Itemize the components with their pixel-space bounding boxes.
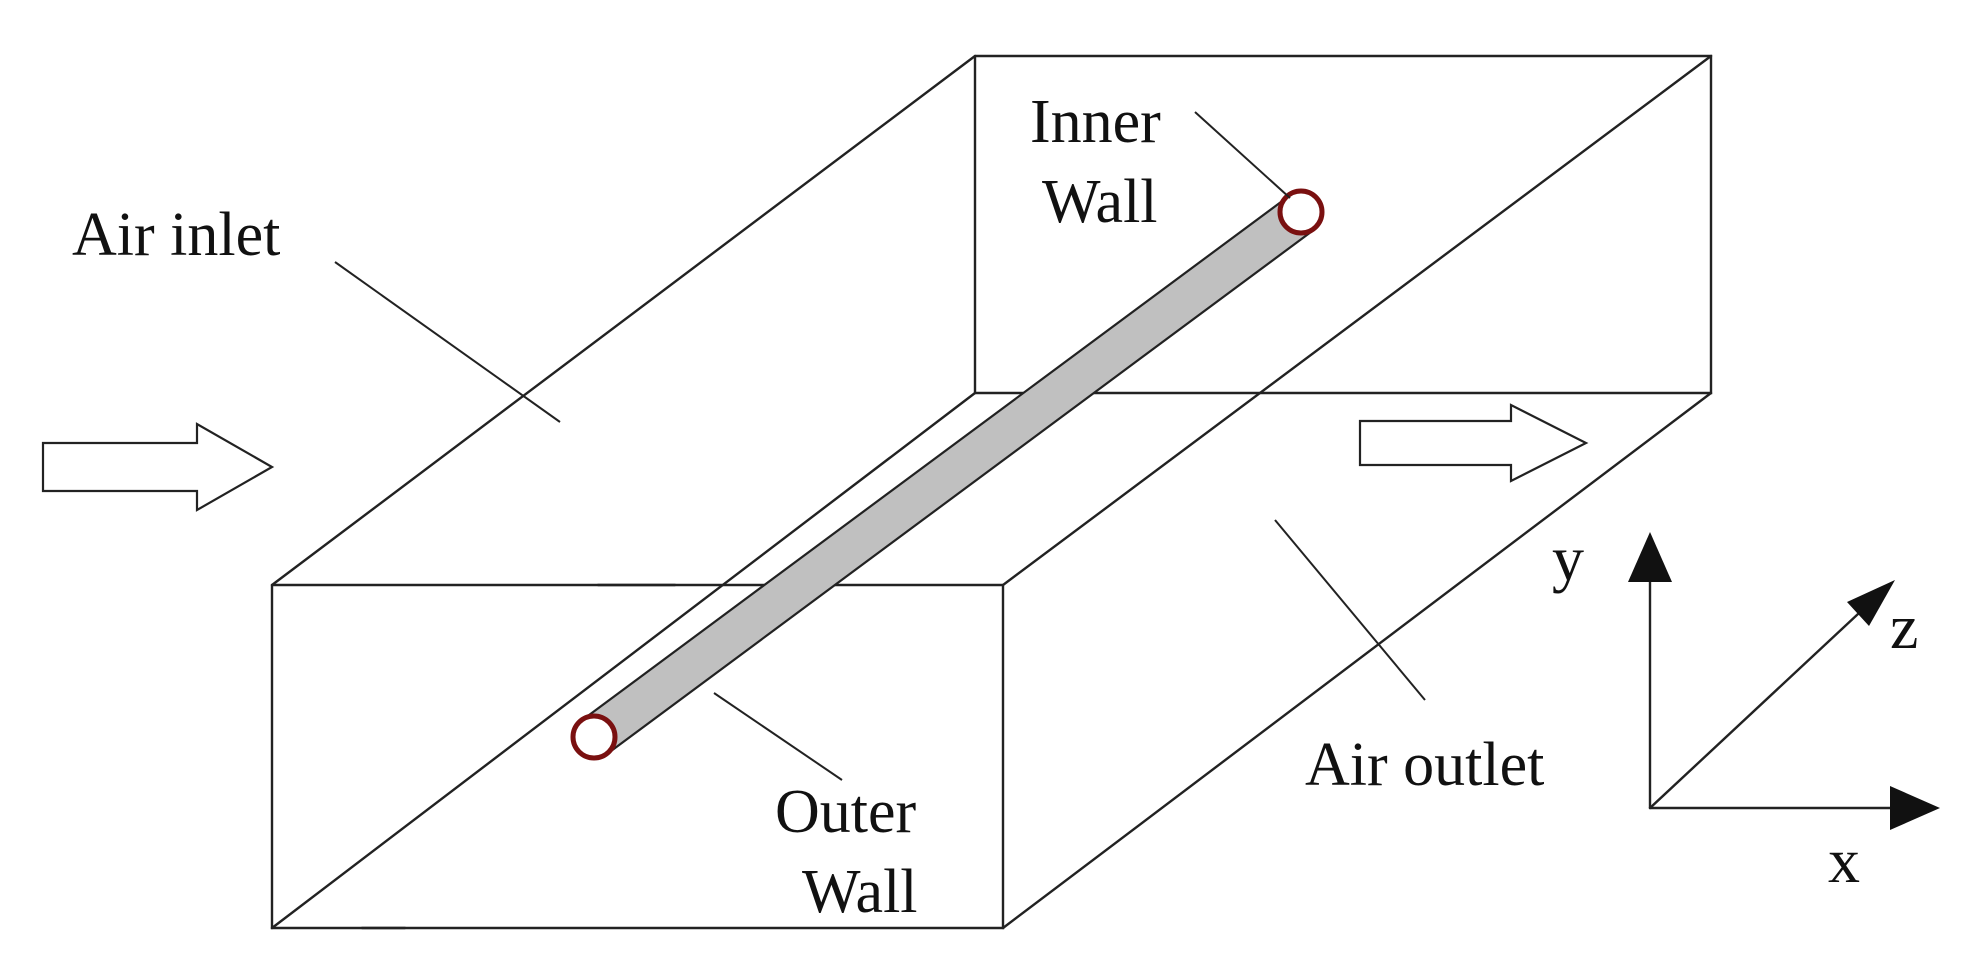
outlet-flow-arrow <box>1358 403 1589 483</box>
inner-wall-leader-line <box>1194 111 1291 199</box>
bottom-left-connecting-edge <box>270 391 977 930</box>
air-inlet-label: Air inlet <box>72 201 280 269</box>
tube-inlet-end <box>570 713 618 761</box>
outer-wall-label-line1: Outer <box>775 778 917 846</box>
z-axis-label: z <box>1890 591 1918 662</box>
y-axis-label: y <box>1552 523 1584 594</box>
air-inlet-leader-line <box>334 261 561 423</box>
tube-outlet-end <box>1277 188 1325 236</box>
y-axis-arrowhead <box>1628 532 1672 582</box>
z-axis-arrowhead <box>1847 580 1895 626</box>
air-outlet-label: Air outlet <box>1305 731 1544 799</box>
inlet-flow-arrow <box>41 422 275 512</box>
outer-wall-label-line2: Wall <box>802 858 918 926</box>
duct-box <box>270 54 1713 930</box>
top-right-connecting-edge <box>1001 54 1713 587</box>
outer-wall-leader-line <box>713 692 843 781</box>
tube-body <box>579 194 1317 756</box>
x-axis-label: x <box>1828 825 1860 896</box>
tube <box>570 188 1325 761</box>
air-outlet-leader-line <box>1274 519 1426 701</box>
z-axis-line <box>1648 612 1860 810</box>
coordinate-axes: y x z <box>1552 523 1940 896</box>
x-axis-arrowhead <box>1890 786 1940 830</box>
top-left-connecting-edge <box>270 54 977 587</box>
inner-wall-label-line2: Wall <box>1042 168 1158 236</box>
bottom-right-connecting-edge <box>1001 391 1713 930</box>
inner-wall-label-line1: Inner <box>1030 88 1161 156</box>
